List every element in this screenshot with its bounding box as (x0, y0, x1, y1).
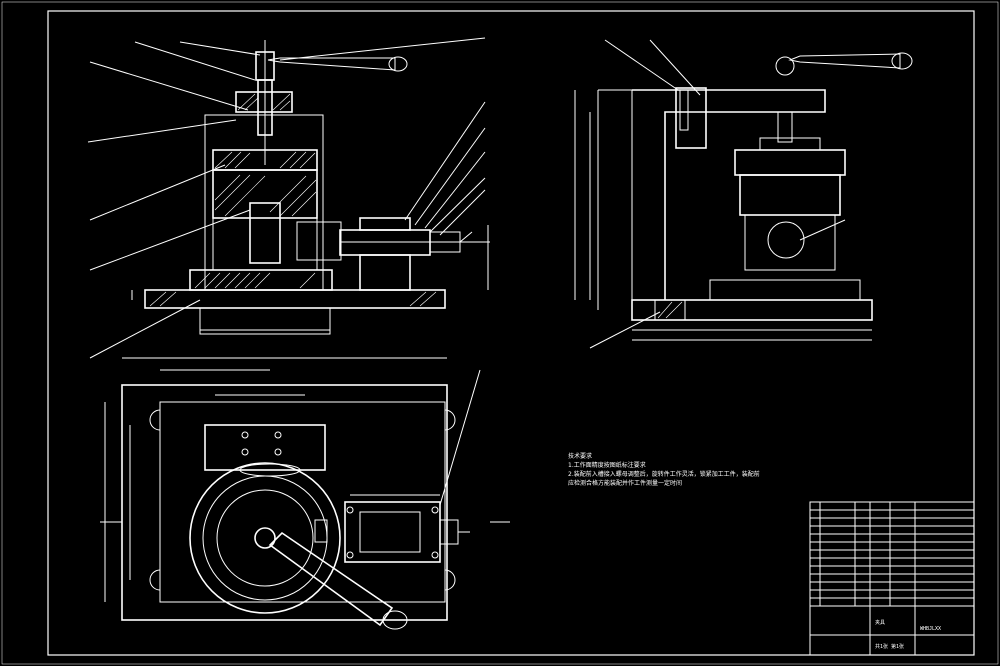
notes-line-1: 1.工作面精度按图纸标注要求 (568, 461, 646, 469)
notes-line-3: 应检测合格方能装配并作工件测量一定时间 (568, 479, 682, 487)
sheet-count: 共1张 第1张 (875, 643, 904, 650)
title-block: 夹具 WHBJLXX 共1张 第1张 (809, 501, 975, 656)
top-view-section (100, 357, 510, 630)
notes-title: 技术要求 (568, 452, 592, 460)
drawing-code: WHBJLXX (920, 626, 941, 632)
notes-line-2: 2.装配前入槽接入螺母调整后，旋转件工作灵活，锁紧加工工件，装配前 (568, 470, 760, 478)
sheet-inner-border (47, 10, 975, 656)
front-view-section (87, 37, 490, 359)
technical-notes: 技术要求 1.工作面精度按图纸标注要求 2.装配前入槽接入螺母调整后，旋转件工作… (568, 452, 760, 487)
side-view-section (574, 39, 913, 349)
drawing-name: 夹具 (875, 619, 885, 626)
